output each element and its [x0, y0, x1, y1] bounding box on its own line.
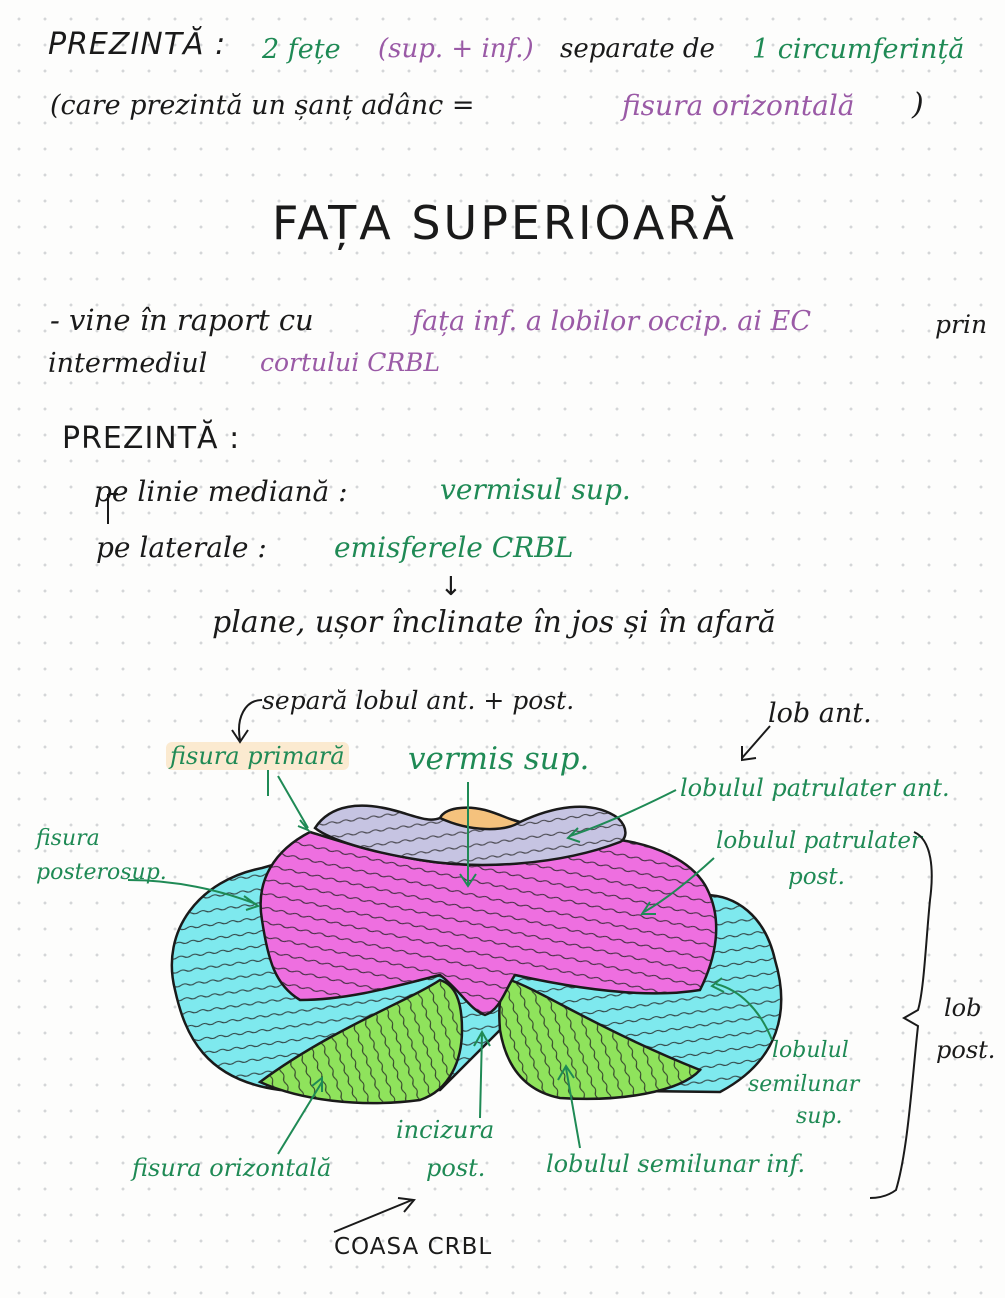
label-fisura-orizontala: fisura orizontală: [132, 1154, 332, 1182]
label-separa-lobul: separă lobul ant. + post.: [262, 686, 575, 715]
curved-arrow-icon: [231, 699, 263, 744]
label-semilunar-sup-1: lobulul: [772, 1038, 849, 1063]
intro-prezinta-heading: PREZINTĂ :: [48, 27, 227, 62]
arrow-icon: [557, 1064, 581, 1149]
label-fisura-primara: fisura primară: [166, 742, 349, 770]
down-arrow-icon: ↓: [440, 572, 462, 602]
label-arrows: [127, 770, 773, 1155]
label-semilunar-sup-3: sup.: [796, 1104, 843, 1129]
intro-line2-text: (care prezintă un șanț adânc =: [50, 90, 475, 121]
label-vermis-sup: vermis sup.: [408, 741, 590, 777]
label-lobulul-patrulater-ant: lobulul patrulater ant.: [680, 774, 950, 802]
hemispheres-description: plane, ușor înclinate în jos și în afară: [212, 605, 776, 640]
intro-sup-inf: (sup. + inf.): [378, 34, 534, 64]
arrow-icon: [459, 782, 477, 888]
arrow-icon: [566, 789, 677, 843]
inferior-semilunar-lobule: [257, 978, 703, 1105]
relation-occipital-lobes: fața inf. a lobilor occip. ai EC: [412, 306, 811, 337]
arrow-icon: [127, 879, 261, 911]
black-arrows: [107, 493, 933, 1233]
intro-circumference: 1 circumferință: [752, 34, 965, 65]
arrow-icon: [333, 1197, 416, 1233]
arrow-icon: [277, 775, 312, 833]
arrow-icon: [710, 977, 773, 1041]
label-lob-ant: lob ant.: [768, 698, 872, 729]
hemispheres-value: emisferele CRBL: [334, 531, 574, 564]
label-lob-post-2: post.: [936, 1036, 996, 1064]
label-coasa-crbl: COASA CRBL: [334, 1234, 493, 1260]
label-fisura-primara-text: fisura primară: [166, 742, 349, 770]
arrow-icon: [640, 857, 715, 915]
brace-icon: [869, 831, 933, 1199]
label-lob-post-1: lob: [944, 994, 982, 1022]
label-incizura-post-2: post.: [426, 1154, 486, 1182]
label-lobulul-semilunar-inf: lobulul semilunar inf.: [546, 1150, 806, 1178]
relation-intermediul: intermediul: [48, 348, 208, 379]
label-lobulul-patrulater-post-1: lobulul patrulater: [716, 828, 922, 854]
label-fisura-posterosup-2: posterosup.: [36, 860, 167, 885]
arrow-icon: [473, 1029, 491, 1119]
relation-prin: prin: [935, 310, 988, 339]
arrow-icon: [741, 725, 771, 762]
presents-heading: PREZINTĂ :: [62, 421, 241, 456]
intro-fisura-orizontala: fisura orizontală: [622, 89, 855, 122]
intro-separate-de: separate de: [560, 34, 715, 64]
label-fisura-posterosup-1: fisura: [36, 826, 100, 851]
median-line-label: pe linie mediană :: [94, 475, 348, 508]
intro-two-faces: 2 fețe: [262, 34, 341, 65]
relation-cortul-crbl: cortului CRBL: [260, 348, 441, 377]
posterior-quadrangular-lobule: [259, 830, 718, 1017]
label-lobulul-patrulater-post-2: post.: [788, 864, 845, 890]
intro-closing-paren: ): [912, 87, 924, 122]
vermis-sup-value: vermisul sup.: [440, 473, 631, 506]
relation-text-1: - vine în raport cu: [50, 303, 314, 337]
lateral-label: pe laterale :: [96, 531, 267, 564]
bracket-icon: [107, 493, 118, 524]
page-title: FAȚA SUPERIOARĂ: [272, 196, 737, 250]
label-semilunar-sup-2: semilunar: [748, 1072, 860, 1097]
vermis-superior-top: [438, 806, 524, 831]
anterior-quadrangular-lobule: [313, 804, 627, 867]
label-incizura-post-1: incizura: [396, 1116, 495, 1144]
arrow-icon: [277, 1075, 323, 1155]
